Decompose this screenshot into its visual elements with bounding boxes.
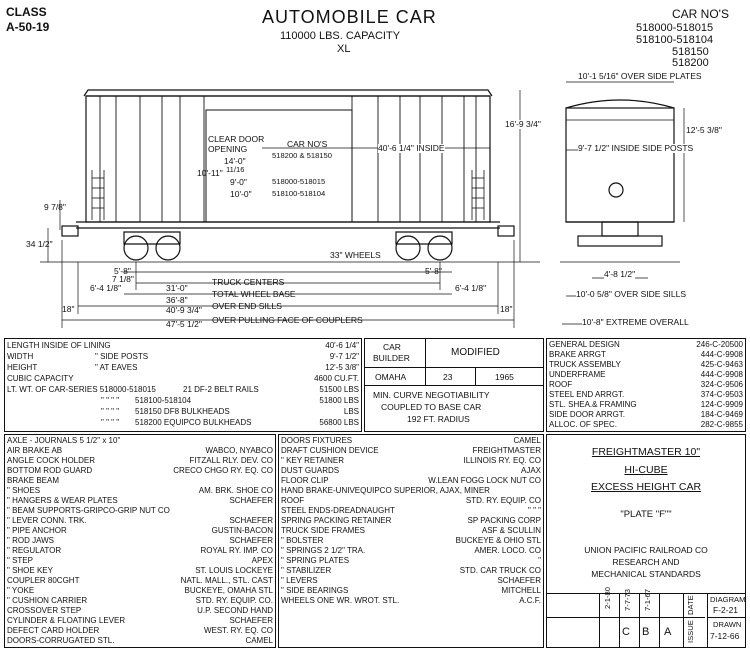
couplers-value: 47'-5 1/2" xyxy=(166,319,202,329)
drawn-label: DRAWN xyxy=(713,620,742,629)
truck-centers-label: TRUCK CENTERS xyxy=(212,277,285,287)
height-coupler: 34 1/2" xyxy=(26,239,53,249)
title-line-3: EXCESS HEIGHT CAR xyxy=(590,481,702,493)
car-nos-title: CAR NO'S xyxy=(287,139,328,149)
extreme-overall: 10'-8" EXTREME OVERALL xyxy=(582,317,689,327)
inside-length: 40'-6 1/4" INSIDE xyxy=(378,143,445,153)
parts-table-left: AXLE - JOURNALS 5 1/2" x 10" AIR BRAKE A… xyxy=(4,434,276,648)
door-dim-14: 14'-0" xyxy=(224,156,246,166)
door-dim-frac: 11/16 xyxy=(226,165,245,174)
wheel-2 xyxy=(155,235,181,261)
curve-2: COUPLED TO BASE CAR xyxy=(381,402,482,412)
title-line-1: FREIGHTMASTER 10" xyxy=(591,446,701,458)
end-view-brake-wheel xyxy=(608,182,624,198)
modified-1: 23 xyxy=(443,372,453,382)
truck-centers-value: 31'-0" xyxy=(166,283,188,293)
end-sills-label: OVER END SILLS xyxy=(212,301,282,311)
clear-door-opening-1: CLEAR DOOR xyxy=(208,134,265,144)
height-total: 16'-9 3/4" xyxy=(505,119,541,129)
capacity-label: 110000 LBS. CAPACITY xyxy=(280,30,401,42)
issue-label: ISSUE xyxy=(686,620,695,643)
over-side-sills: 10'-0 5/8" OVER SIDE SILLS xyxy=(576,289,686,299)
rev-c: C xyxy=(622,626,630,638)
wheel-4 xyxy=(427,235,453,261)
date-label: DATE xyxy=(686,595,695,615)
couplers-label: OVER PULLING FACE OF COUPLERS xyxy=(212,315,363,325)
rev-a-date: 7-1-67 xyxy=(643,589,652,611)
rev-c-date: 2-1-80 xyxy=(603,587,612,609)
truck-wb-right: 5'-8" xyxy=(425,266,442,276)
curve-1: MIN. CURVE NEGOTIABILITY xyxy=(373,390,490,400)
builder-block: CAR BUILDER MODIFIED OMAHA 23 1965 MIN. … xyxy=(364,338,544,432)
end-view-body xyxy=(565,107,675,223)
org-line-1: UNION PACIFIC RAILROAD CO xyxy=(584,545,708,555)
drawn-date: 7-12-66 xyxy=(710,631,740,641)
car-nos-line: 518200 & 518150 xyxy=(272,151,332,160)
height-sill: 9 7/8" xyxy=(44,202,66,212)
car-builder-label-2: BUILDER xyxy=(373,353,410,363)
coupler-left xyxy=(61,225,79,237)
plate-label: "PLATE "F"" xyxy=(620,509,672,520)
builder-value: OMAHA xyxy=(375,372,407,382)
side-elevation-drawing xyxy=(40,81,685,328)
small-left: 7 1/8" xyxy=(112,274,134,284)
truck-right xyxy=(395,231,453,245)
class-value: A-50-19 xyxy=(6,20,50,34)
end-view-roof xyxy=(565,99,675,109)
coupler-right xyxy=(497,225,515,237)
class-label: CLASS xyxy=(6,5,47,19)
end-18-right: 18" xyxy=(500,304,513,314)
truck-wb-left: 5'-8" xyxy=(114,266,131,276)
door-dim-9: 9'-0" xyxy=(230,177,247,187)
drawing-title: AUTOMOBILE CAR xyxy=(262,7,437,27)
roof-outline xyxy=(83,89,493,97)
end-dim-4: 4'-8 1/2" xyxy=(604,269,636,279)
truck-left xyxy=(123,231,181,245)
overhang-left: 6'-4 1/8" xyxy=(90,283,122,293)
total-wb-value: 36'-8" xyxy=(166,295,188,305)
car-nos-0: 518000-518015 xyxy=(636,22,714,34)
car-range-2: 518100-518104 xyxy=(272,189,326,198)
car-nos-label: CAR NO'S xyxy=(672,7,729,21)
modified-label: MODIFIED xyxy=(451,347,500,358)
over-side-plates: 10'-1 5/16" OVER SIDE PLATES xyxy=(578,71,702,81)
end-dim-12: 12'-5 3/8" xyxy=(686,125,722,135)
clear-door-opening-2: OPENING xyxy=(208,144,248,154)
rev-b-date: 7-7-73 xyxy=(623,589,632,611)
wheels-label: 33" WHEELS xyxy=(330,250,381,260)
car-builder-label-1: CAR xyxy=(383,342,401,352)
door-dim-10-11: 10'-11" xyxy=(197,168,223,178)
rev-b: B xyxy=(642,626,650,638)
diagram-number: F-2-21 xyxy=(713,605,739,615)
car-nos-1: 518100-518104 xyxy=(636,34,714,46)
car-nos-3: 518200 xyxy=(672,57,709,69)
overhang-right: 6'-4 1/8" xyxy=(455,283,487,293)
org-line-2: RESEARCH AND xyxy=(612,557,680,567)
title-line-2: HI-CUBE xyxy=(624,464,668,476)
end-sills-value: 40'-9 3/4" xyxy=(166,305,202,315)
modified-2: 1965 xyxy=(495,372,514,382)
curve-3: 192 FT. RADIUS xyxy=(407,414,470,424)
end-18-left: 18" xyxy=(62,304,75,314)
car-range-1: 518000-518015 xyxy=(272,177,326,186)
wheel-1 xyxy=(123,235,149,261)
title-block: FREIGHTMASTER 10" HI-CUBE EXCESS HEIGHT … xyxy=(546,434,746,648)
wheel-3 xyxy=(395,235,421,261)
xl-label: XL xyxy=(337,43,351,55)
org-line-3: MECHANICAL STANDARDS xyxy=(591,569,701,579)
door-dim-10: 10'-0" xyxy=(230,189,252,199)
diagram-label: DIAGRAM xyxy=(710,595,746,604)
inside-side-posts: 9'-7 1/2" INSIDE SIDE POSTS xyxy=(578,143,694,153)
rev-a: A xyxy=(664,626,672,638)
car-nos-2: 518150 xyxy=(672,46,709,58)
total-wb-label: TOTAL WHEEL BASE xyxy=(212,289,296,299)
